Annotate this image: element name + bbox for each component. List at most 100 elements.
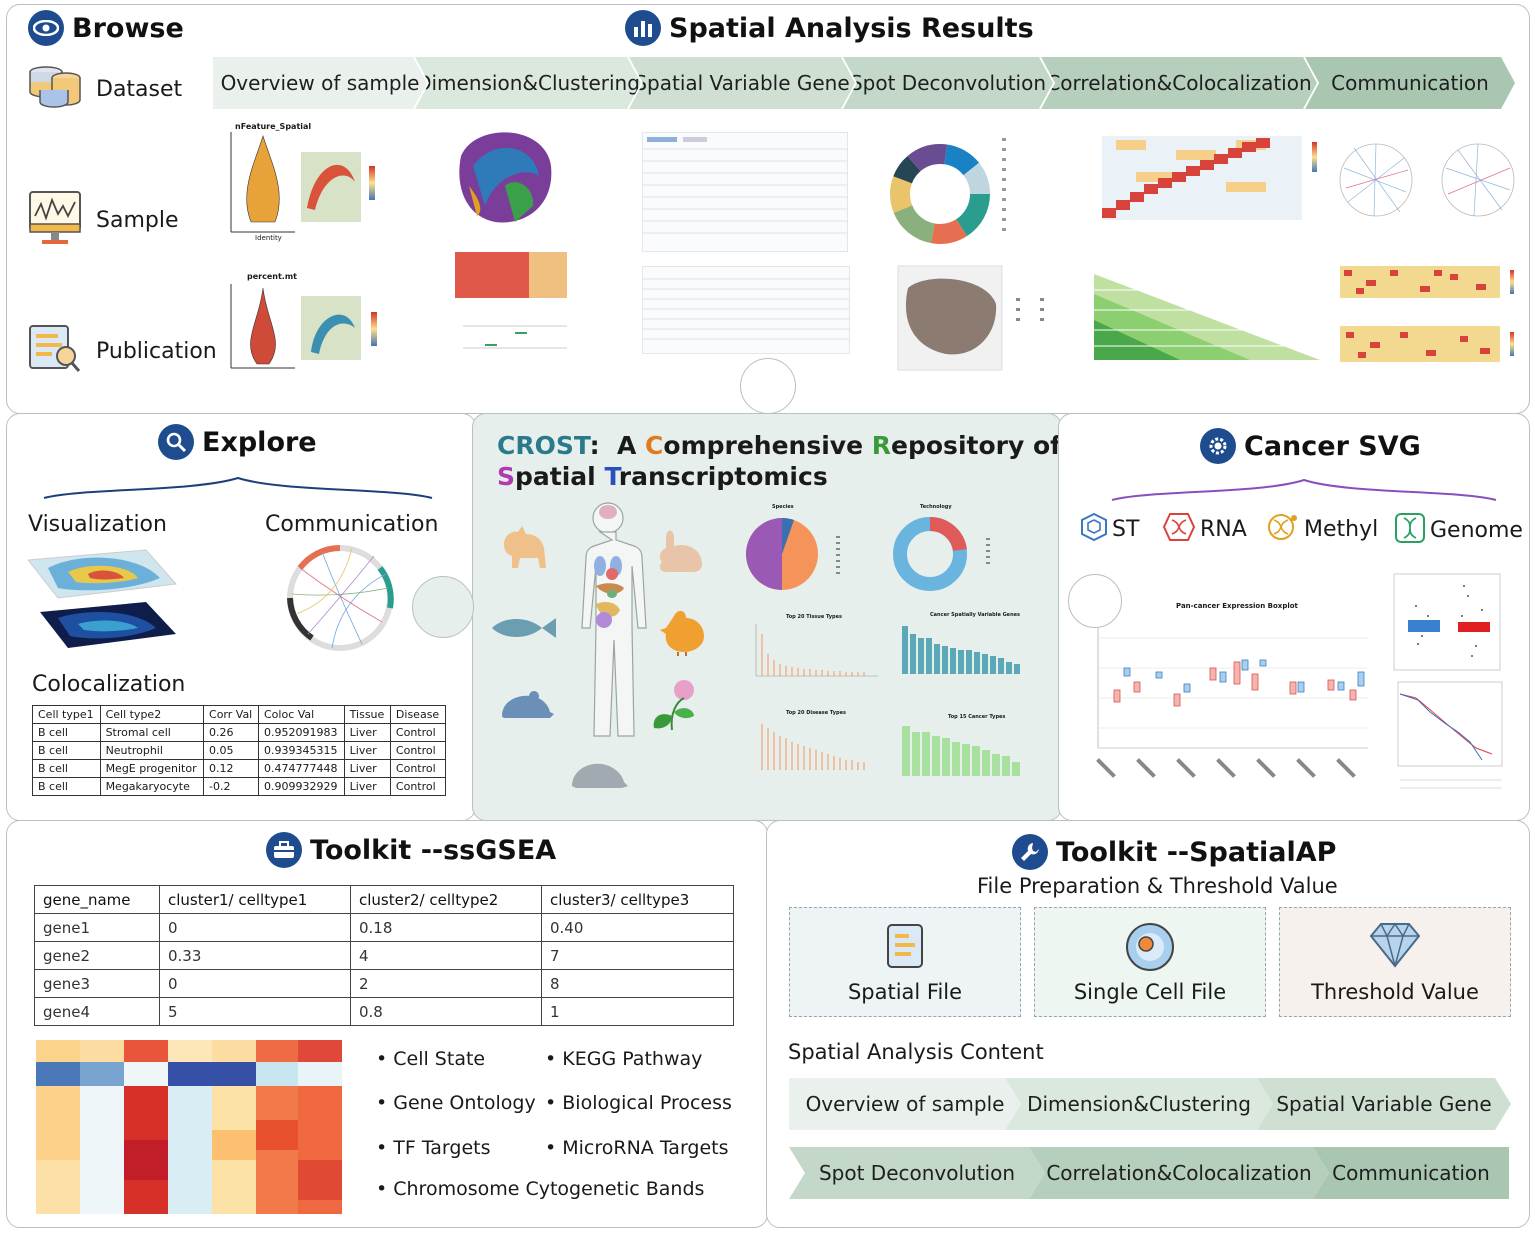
tab-correlation-colocalization[interactable]: Correlation&Colocalization	[1041, 57, 1317, 109]
content-correlation-colocalization[interactable]: Correlation&Colocalization	[1029, 1147, 1329, 1199]
table-cell: Liver	[343, 741, 391, 760]
puzzle-knob-top	[740, 358, 796, 414]
cancer-types-chart-title: Top 15 Cancer Types	[948, 714, 1006, 720]
table-header-cell: Tissue	[343, 705, 391, 724]
table-cell: 4	[350, 941, 542, 970]
spatialap-title: Toolkit --SpatialAP	[1012, 834, 1336, 870]
table-header-cell: Disease	[389, 705, 447, 724]
nav-label-publication: Publication	[96, 338, 217, 364]
table-header-cell: gene_name	[34, 885, 160, 914]
content-spatial-variable-gene[interactable]: Spatial Variable Gene	[1257, 1078, 1511, 1130]
table-cell: MegE progenitor	[99, 759, 205, 778]
cube-icon	[1080, 512, 1108, 546]
content-dimension-clustering[interactable]: Dimension&Clustering	[1005, 1078, 1273, 1130]
explore-communication-label[interactable]: Communication	[265, 512, 439, 537]
bullet-gene-ontology: • Gene Ontology	[376, 1092, 536, 1114]
species-pie-title: Species	[772, 504, 794, 510]
nav-item-sample[interactable]: Sample	[28, 190, 179, 250]
tab-spatial-variable-gene[interactable]: Spatial Variable Gene	[629, 57, 855, 109]
table-cell: 0.33	[159, 941, 351, 970]
card-threshold-value[interactable]: Threshold Value	[1279, 907, 1511, 1017]
crost-title-line2-segment: ranscriptomics	[618, 462, 828, 491]
nav-item-dataset[interactable]: Dataset	[28, 64, 182, 114]
card-spatial-file-label: Spatial File	[847, 980, 963, 1004]
table-header-cell: Corr Val	[203, 705, 259, 724]
tissue-types-bar-chart: Top 20 Tissue Types	[744, 614, 884, 700]
dna-icon	[1394, 512, 1426, 548]
tab-overview-of-sample[interactable]: Overview of sample	[213, 57, 427, 109]
nav-item-publication[interactable]: Publication	[28, 324, 217, 378]
cancer-type-methyl[interactable]: Methyl	[1266, 512, 1378, 546]
dog-icon	[504, 526, 546, 568]
crost-title-line2-segment: patial	[515, 462, 605, 491]
content-overview-of-sample[interactable]: Overview of sample	[789, 1078, 1021, 1130]
table-cell: gene2	[34, 941, 160, 970]
deconvolution-donut-thumb	[890, 128, 1030, 254]
explore-visualization-label[interactable]: Visualization	[28, 512, 167, 537]
table-cell: 0.40	[541, 913, 734, 942]
table-cell: B cell	[32, 741, 101, 760]
results-title: Spatial Analysis Results	[625, 10, 1034, 46]
cancer-type-st[interactable]: ST	[1080, 512, 1139, 546]
content-spot-deconvolution[interactable]: Spot Deconvolution	[789, 1147, 1045, 1199]
table-header-cell: Cell type1	[32, 705, 101, 724]
spatialap-subtitle: File Preparation & Threshold Value	[977, 874, 1338, 898]
table-cell: gene4	[34, 997, 160, 1026]
crost-title-line1-segment: omprehensive	[663, 431, 872, 460]
card-threshold-value-label: Threshold Value	[1311, 980, 1479, 1004]
communication-heatmap-thumb	[1310, 262, 1520, 372]
nav-label-dataset: Dataset	[96, 76, 183, 102]
crost-title-line2-segment: S	[497, 462, 516, 491]
table-cell: 0.8	[350, 997, 542, 1026]
tab-communication[interactable]: Communication	[1305, 57, 1515, 109]
pan-cancer-boxplot-title: Pan-cancer Expression Boxplot	[1176, 602, 1298, 610]
crost-title-line1: CROST: A Comprehensive Repository of	[497, 430, 1061, 461]
table-cell: 5	[159, 997, 351, 1026]
table-cell: B cell	[32, 777, 101, 796]
crost-title: CROST: A Comprehensive Repository of Spa…	[497, 430, 1061, 492]
cancer-type-rna-label: RNA	[1200, 516, 1247, 542]
cancer-type-genome[interactable]: Genome	[1394, 512, 1523, 548]
tab-spot-deconvolution[interactable]: Spot Deconvolution	[843, 57, 1053, 109]
crost-title-line2: Spatial Transcriptomics	[497, 461, 1037, 492]
correlation-heatmap-thumb	[1076, 132, 1322, 232]
crost-title-line1-segment: R	[871, 431, 892, 460]
bullet-tf-targets: • TF Targets	[376, 1137, 491, 1159]
svg-table-thumb-1	[642, 132, 848, 252]
table-header-cell: Coloc Val	[258, 705, 345, 724]
nav-label-sample: Sample	[96, 207, 179, 233]
spatial-analysis-content-title: Spatial Analysis Content	[788, 1040, 1044, 1064]
table-cell: Control	[389, 741, 447, 760]
table-cell: B cell	[32, 723, 101, 742]
table-cell: gene3	[34, 969, 160, 998]
card-spatial-file[interactable]: Spatial File	[789, 907, 1021, 1017]
explore-colocalization-label[interactable]: Colocalization	[32, 672, 186, 697]
ssgsea-heatmap	[36, 1040, 342, 1214]
table-header-row: Cell type1 Cell type2 Corr Val Coloc Val…	[32, 705, 447, 724]
table-cell: 0	[159, 969, 351, 998]
cancer-type-methyl-label: Methyl	[1304, 516, 1379, 542]
card-single-cell-file[interactable]: Single Cell File	[1034, 907, 1266, 1017]
clustering-umap-thumb	[455, 126, 575, 376]
plant-flower-icon	[653, 680, 694, 731]
table-cell: 0.909932929	[258, 777, 345, 796]
disease-types-chart: Top 20 Disease Types	[744, 708, 884, 798]
methyl-icon	[1266, 512, 1300, 546]
chicken-icon	[660, 610, 704, 656]
content-communication[interactable]: Communication	[1313, 1147, 1509, 1199]
single-cell-icon	[1124, 922, 1176, 977]
communication-chord-graphic	[287, 545, 394, 651]
puzzle-knob-right	[1068, 574, 1122, 628]
table-header-row: gene_name cluster1/ celltype1 cluster2/ …	[34, 885, 734, 914]
toolbox-icon	[266, 832, 302, 868]
tab-dimension-clustering[interactable]: Dimension&Clustering	[415, 57, 641, 109]
colocalization-triangle-thumb	[1090, 270, 1326, 366]
technology-donut-title: Technology	[920, 504, 952, 510]
deconvolution-spatial-thumb	[896, 264, 1060, 374]
cancer-svg-brace	[1111, 478, 1497, 501]
cancer-type-rna[interactable]: RNA	[1162, 512, 1247, 546]
